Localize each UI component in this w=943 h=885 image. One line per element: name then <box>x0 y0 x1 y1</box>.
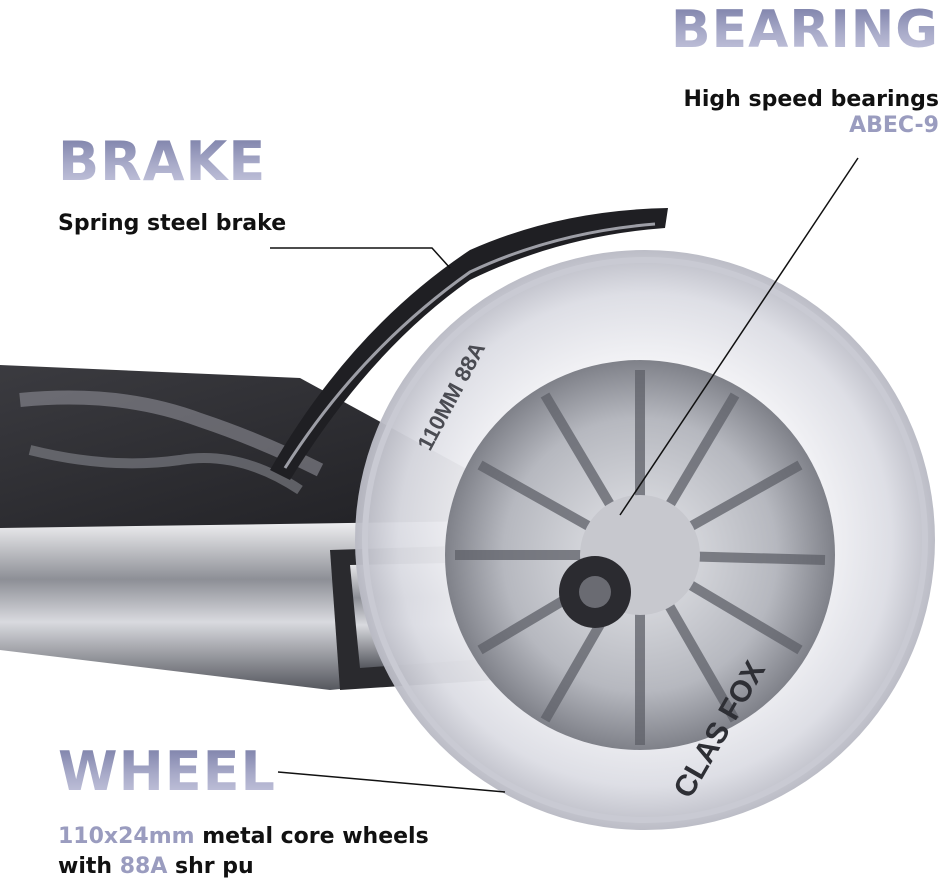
bearing-leader-line <box>619 157 859 516</box>
wheel-pu-suffix: shr pu <box>167 854 254 879</box>
spring-steel-brake <box>270 208 668 480</box>
wheel-core-text: metal core wheels <box>194 824 429 849</box>
bearing-description: High speed bearings <box>683 87 939 112</box>
bearing-heading: BEARING <box>671 0 939 60</box>
wheel-pu-prefix: with <box>58 854 120 879</box>
brake-leader-line <box>270 247 451 269</box>
wheel-description-line-2: with 88A shr pu <box>58 856 254 878</box>
wheel-durometer-value: 88A <box>119 854 168 879</box>
brake-description: Spring steel brake <box>58 211 287 236</box>
wheel-size-value: 110x24mm <box>58 824 195 849</box>
brake-heading: BRAKE <box>58 130 267 193</box>
bearing-rating: ABEC-9 <box>849 113 939 138</box>
wheel-description-line-1: 110x24mm metal core wheels <box>58 826 429 848</box>
wheel-leader-line <box>277 771 506 793</box>
wheel-heading: WHEEL <box>58 740 276 803</box>
